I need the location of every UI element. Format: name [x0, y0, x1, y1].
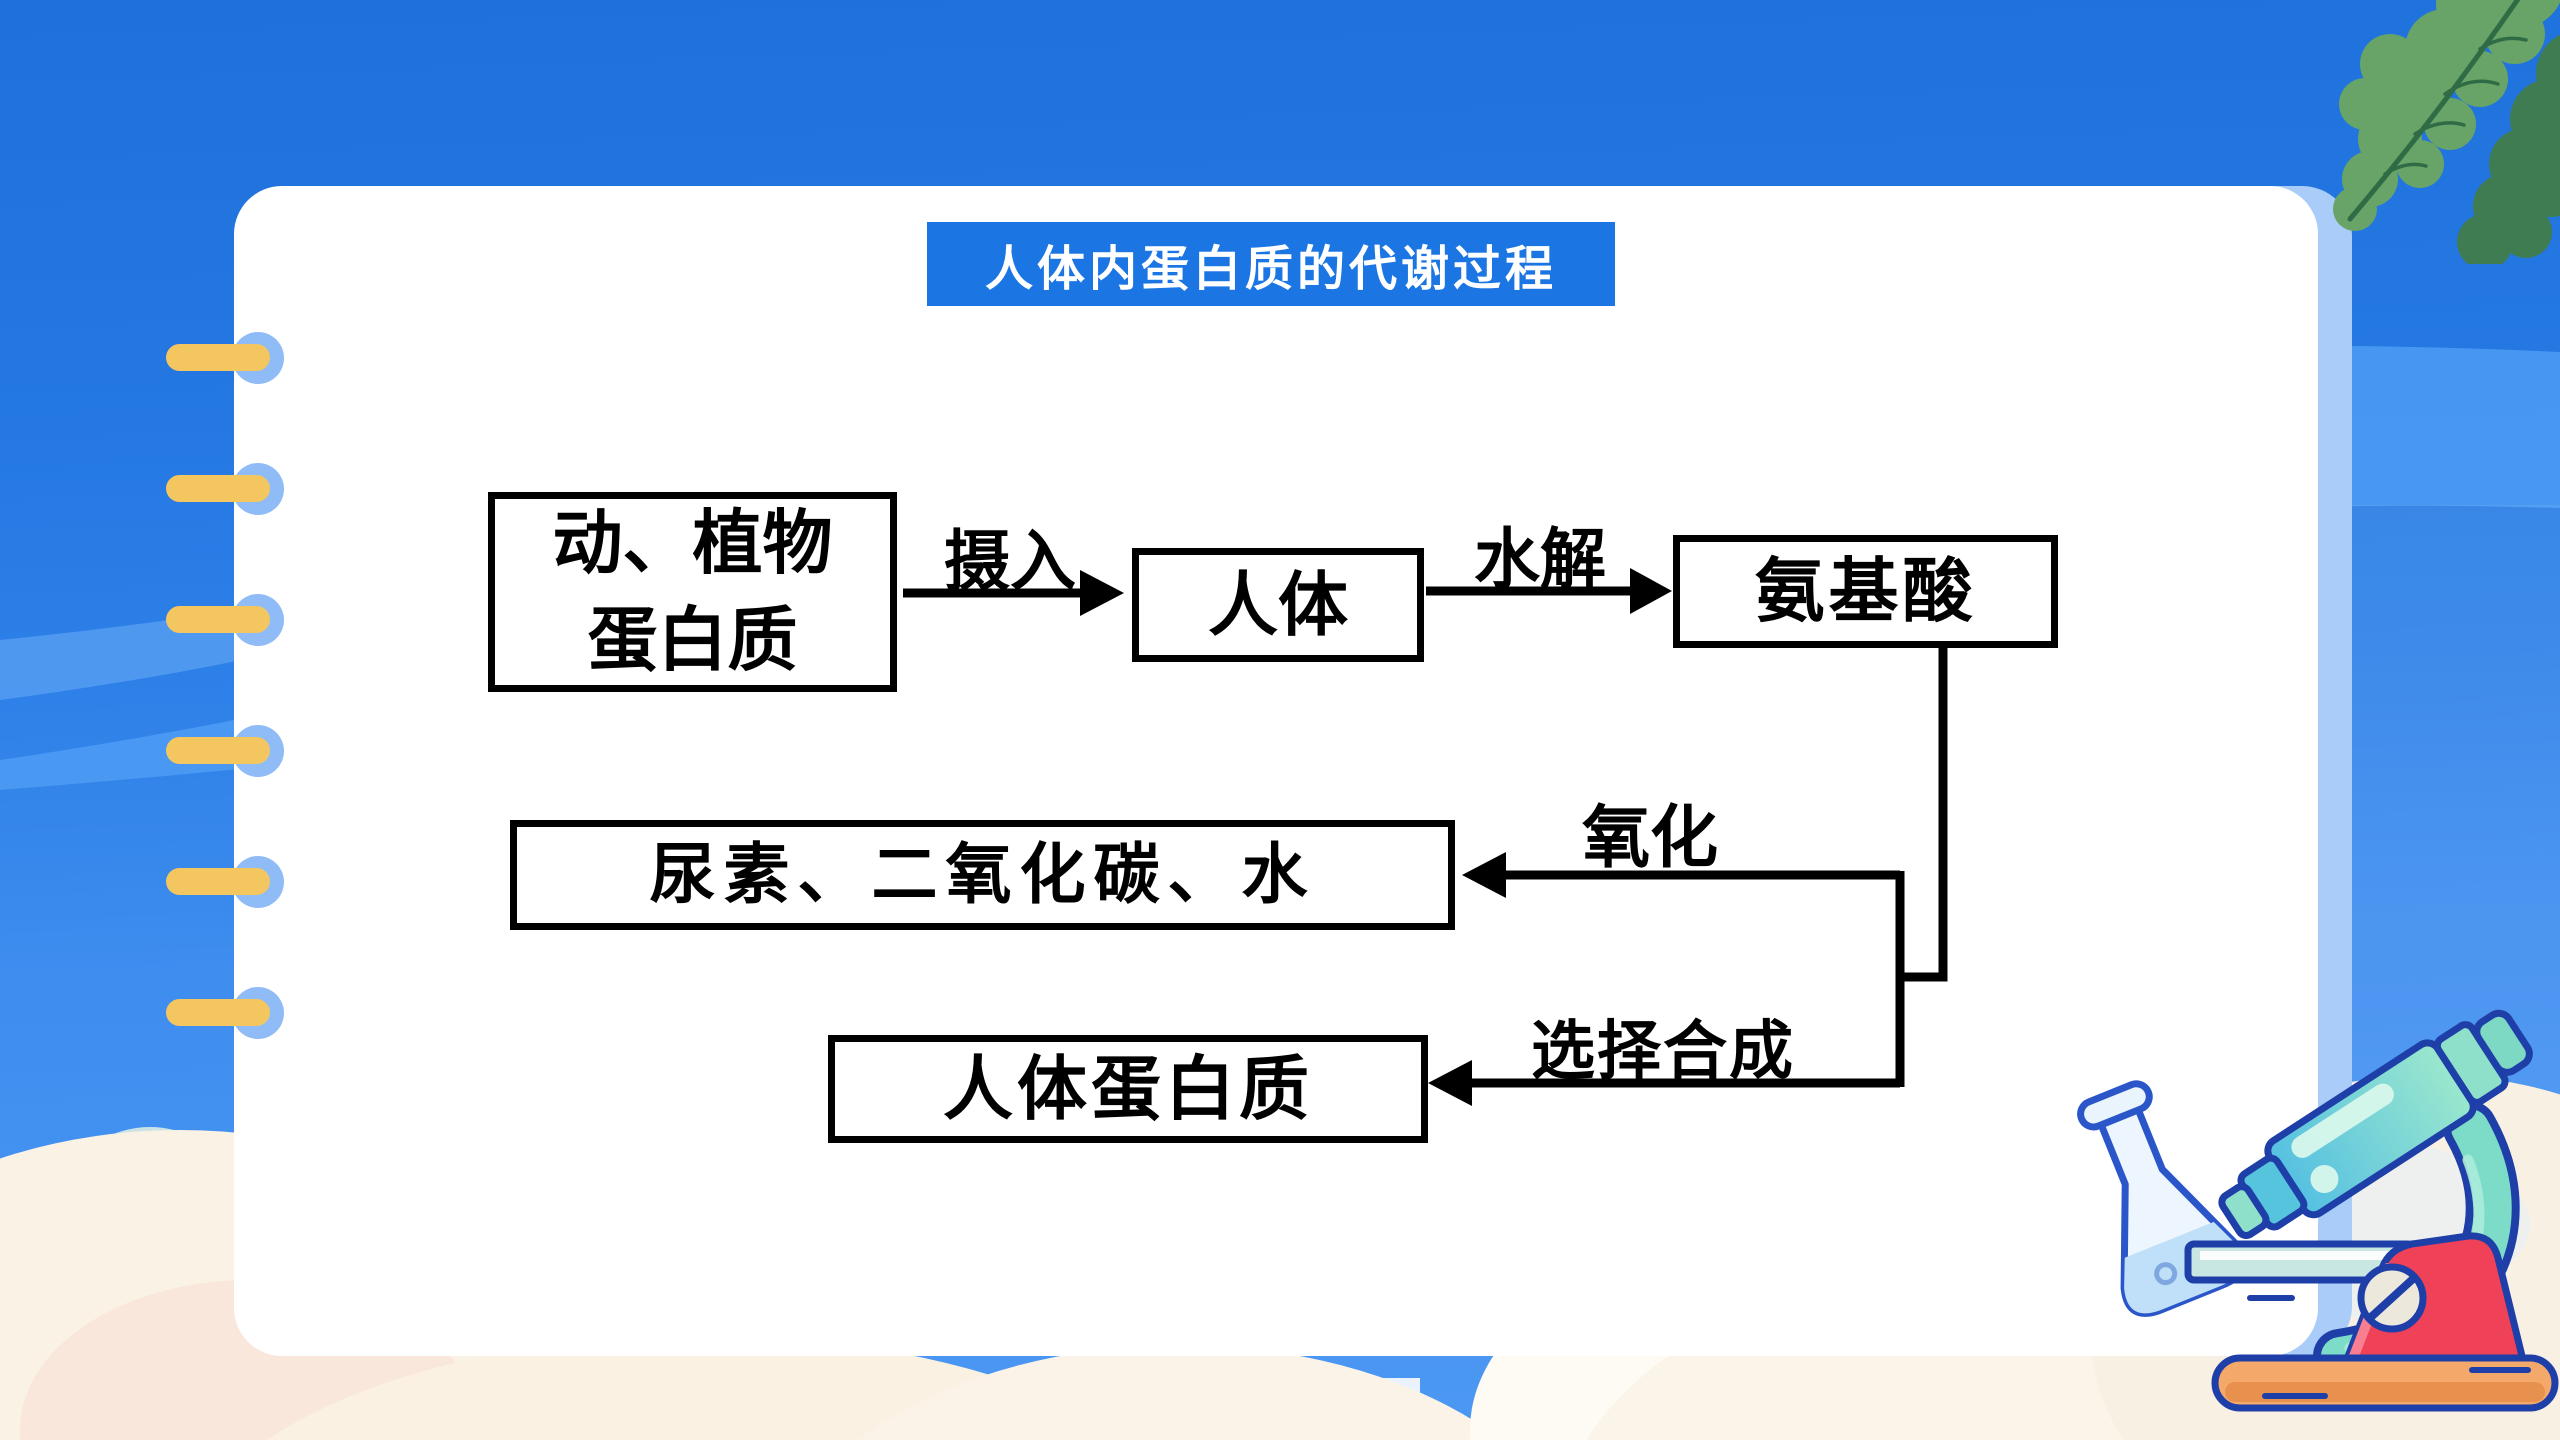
- node-dietary-protein-line1: 动、植物: [552, 504, 833, 583]
- binder-clip: [166, 332, 326, 384]
- edge-label-oxidation: 氧化: [1581, 800, 1718, 876]
- clip-pill: [166, 344, 270, 371]
- binder-clip: [166, 987, 326, 1039]
- clip-pill: [166, 999, 270, 1026]
- node-dietary-protein-line2: 蛋白质: [587, 601, 798, 679]
- edge-label-ingest: 摄入: [944, 524, 1076, 598]
- clip-pill: [166, 868, 270, 895]
- node-human-protein-label: 人体蛋白质: [943, 1049, 1313, 1128]
- node-human-body-label: 人体: [1208, 565, 1348, 644]
- edge-label-hydrolysis: 水解: [1474, 522, 1606, 596]
- node-dietary-protein: 动、植物 蛋白质: [488, 492, 897, 692]
- clip-pill: [166, 606, 270, 633]
- slide-title-text: 人体内蛋白质的代谢过程: [984, 243, 1557, 296]
- node-metabolic-waste-label: 尿素、二氧化碳、水: [649, 837, 1316, 912]
- binder-clip: [166, 463, 326, 515]
- node-amino-acid-label: 氨基酸: [1754, 552, 1977, 631]
- binder-clip: [166, 725, 326, 777]
- clip-pill: [166, 737, 270, 764]
- edge-label-selective-synthesis: 选择合成: [1531, 1015, 1795, 1087]
- node-metabolic-waste: 尿素、二氧化碳、水: [510, 820, 1455, 930]
- node-human-body: 人体: [1132, 548, 1424, 662]
- slide-title: 人体内蛋白质的代谢过程: [927, 222, 1615, 306]
- node-amino-acid: 氨基酸: [1673, 535, 2058, 648]
- clip-pill: [166, 475, 270, 502]
- binder-clip: [166, 594, 326, 646]
- node-human-protein: 人体蛋白质: [828, 1035, 1428, 1143]
- notebook-card: [234, 186, 2318, 1356]
- binder-clip: [166, 856, 326, 908]
